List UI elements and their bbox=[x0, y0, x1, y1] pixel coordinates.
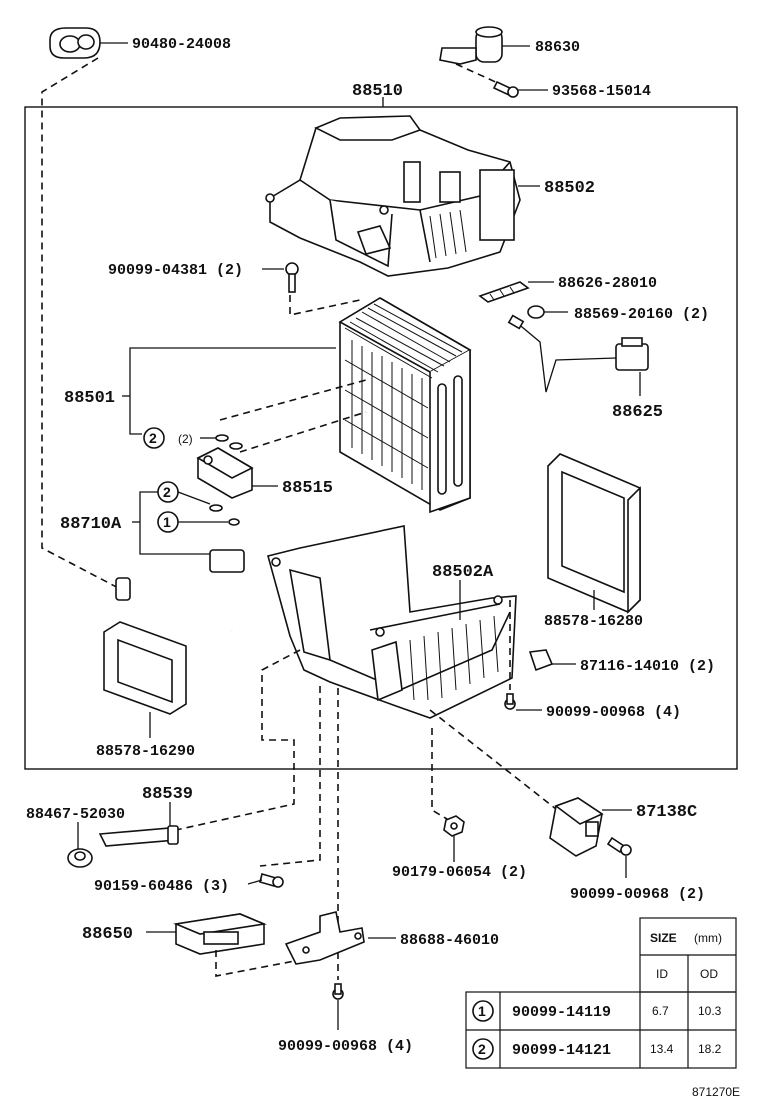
part-88569[interactable] bbox=[527, 305, 545, 319]
size-table-unit: (mm) bbox=[694, 931, 722, 945]
callout-2b: 2 bbox=[163, 484, 171, 500]
label-88539: 88539 bbox=[142, 785, 193, 804]
screw-90099-00968-a[interactable] bbox=[504, 693, 516, 710]
upper-case-88502[interactable] bbox=[265, 115, 521, 277]
amplifier-88650[interactable] bbox=[173, 913, 267, 955]
filter-88578-16290[interactable] bbox=[103, 621, 187, 715]
sensor-88625[interactable] bbox=[507, 314, 649, 393]
label-88502: 88502 bbox=[544, 179, 595, 198]
size-row-1-id: 6.7 bbox=[652, 1004, 669, 1018]
lower-case-88502a[interactable] bbox=[267, 525, 517, 719]
label-90099-04381: 90099-04381 (2) bbox=[108, 262, 243, 279]
label-88710a: 88710A bbox=[60, 515, 122, 534]
evaporator-88501[interactable] bbox=[338, 297, 472, 514]
size-row-2-key: 2 bbox=[478, 1041, 486, 1057]
label-90159: 90159-60486 (3) bbox=[94, 878, 229, 895]
label-88625: 88625 bbox=[612, 403, 663, 422]
label-88650: 88650 bbox=[82, 925, 133, 944]
size-table-col-id: ID bbox=[656, 967, 668, 981]
expansion-valve-88515[interactable] bbox=[196, 447, 254, 499]
label-88515: 88515 bbox=[282, 479, 333, 498]
label-88578-16280: 88578-16280 bbox=[544, 613, 643, 630]
size-row-1-key: 1 bbox=[478, 1003, 486, 1019]
diagram-code: 871270E bbox=[692, 1085, 740, 1099]
bracket-88688[interactable] bbox=[284, 911, 365, 965]
label-90099-00968-4a: 90099-00968 (4) bbox=[546, 704, 681, 721]
label-88502a: 88502A bbox=[432, 563, 494, 582]
callout-2a: 2 bbox=[149, 430, 157, 446]
size-table-header: SIZE bbox=[650, 931, 677, 945]
resistor-87138c[interactable] bbox=[549, 797, 604, 857]
label-88626: 88626-28010 bbox=[558, 275, 657, 292]
screw-90159[interactable] bbox=[259, 873, 284, 888]
label-90179: 90179-06054 (2) bbox=[392, 864, 527, 881]
label-88569: 88569-20160 (2) bbox=[574, 306, 709, 323]
label-87116: 87116-14010 (2) bbox=[580, 658, 715, 675]
label-90480: 90480-24008 bbox=[132, 36, 231, 53]
label-88630: 88630 bbox=[535, 39, 580, 56]
label-93568: 93568-15014 bbox=[552, 83, 651, 100]
label-90099-00968-4b: 90099-00968 (4) bbox=[278, 1038, 413, 1055]
size-row-2-part: 90099-14121 bbox=[512, 1042, 611, 1059]
sensor-88630[interactable] bbox=[439, 26, 503, 65]
size-row-2-od: 18.2 bbox=[698, 1042, 722, 1056]
screw-90099-00968-c[interactable] bbox=[332, 983, 344, 1000]
size-row-1-part: 90099-14119 bbox=[512, 1004, 611, 1021]
label-87138c: 87138C bbox=[636, 803, 697, 822]
grommet-part[interactable] bbox=[49, 27, 101, 59]
callout-2a-qty: (2) bbox=[178, 432, 193, 446]
label-90099-00968-2: 90099-00968 (2) bbox=[570, 886, 705, 903]
size-table: SIZE (mm) ID OD 1 90099-14119 6.7 10.3 2… bbox=[465, 917, 737, 1069]
size-row-1-od: 10.3 bbox=[698, 1004, 722, 1018]
size-row-2-id: 13.4 bbox=[650, 1042, 674, 1056]
pipe-88710a[interactable] bbox=[115, 549, 245, 634]
assembly-frame bbox=[24, 106, 738, 770]
grommet-88467[interactable] bbox=[67, 848, 93, 868]
screw-90099-00968-b[interactable] bbox=[606, 836, 632, 856]
screw-93568[interactable] bbox=[492, 80, 519, 98]
label-88501: 88501 bbox=[64, 389, 115, 408]
label-88467: 88467-52030 bbox=[26, 806, 125, 823]
nut-90179[interactable] bbox=[443, 815, 465, 837]
label-88578-16290: 88578-16290 bbox=[96, 743, 195, 760]
callout-1: 1 bbox=[163, 514, 171, 530]
screw-90099-04381[interactable] bbox=[285, 262, 299, 293]
label-88688: 88688-46010 bbox=[400, 932, 499, 949]
clip-87116[interactable] bbox=[528, 649, 554, 672]
sensor-88539[interactable] bbox=[98, 825, 179, 847]
size-table-col-od: OD bbox=[700, 967, 718, 981]
clip-88626[interactable] bbox=[478, 281, 530, 303]
assembly-label: 88510 bbox=[352, 82, 403, 101]
filter-88578-16280[interactable] bbox=[547, 453, 641, 614]
